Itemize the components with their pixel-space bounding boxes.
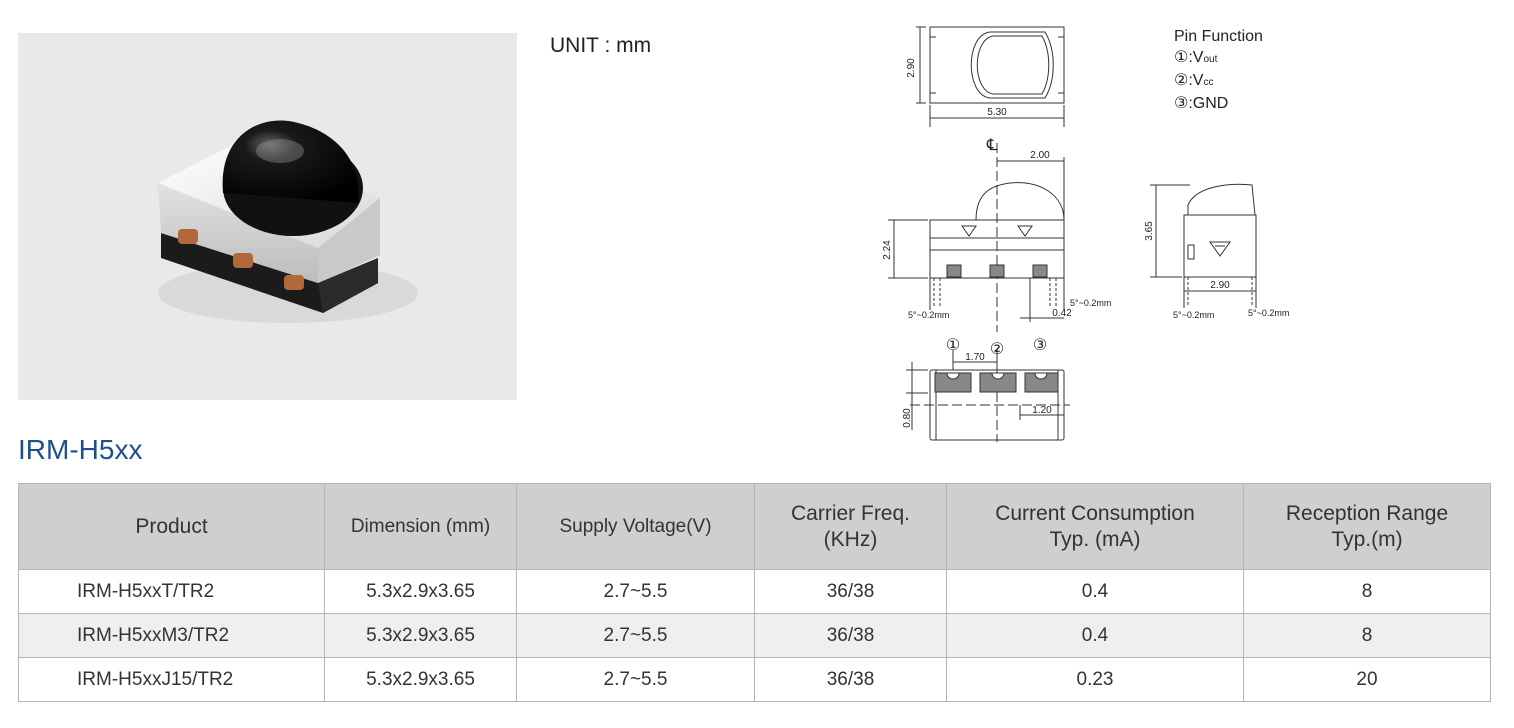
ir-receiver-photo bbox=[158, 120, 418, 323]
table-header-row: Product Dimension (mm) Supply Voltage(V)… bbox=[18, 483, 1491, 570]
dim-side-width: 2.90 bbox=[1210, 280, 1230, 291]
table-cell-product: IRM-H5xxM3/TR2 bbox=[18, 613, 325, 658]
dim-top-width: 5.30 bbox=[987, 107, 1007, 118]
unit-label: UNIT : mm bbox=[550, 34, 652, 57]
dim-dome-offset: 2.00 bbox=[1030, 150, 1050, 161]
top-view-lens bbox=[970, 31, 1054, 99]
tol-side-left: 5°~0.2mm bbox=[1173, 310, 1214, 320]
table-cell-range: 8 bbox=[1243, 613, 1491, 658]
product-photo bbox=[18, 33, 517, 400]
table-cell-current: 0.23 bbox=[946, 657, 1244, 702]
pin-function-item: ①:Vout bbox=[1174, 49, 1218, 66]
table-cell-dimension: 5.3x2.9x3.65 bbox=[324, 657, 517, 702]
column-header: Product bbox=[18, 483, 325, 570]
table-cell-current: 0.4 bbox=[946, 613, 1244, 658]
pin-function-item: ②:Vcc bbox=[1174, 72, 1214, 89]
pin-function-item: ③:GND bbox=[1174, 95, 1229, 112]
table-row: IRM-H5xxJ15/TR2 5.3x2.9x3.65 2.7~5.5 36/… bbox=[18, 657, 1491, 702]
front-view-dome bbox=[975, 182, 1065, 221]
tol-front-left: 5°~0.2mm bbox=[908, 310, 949, 320]
pin-3-marker: ③ bbox=[1033, 337, 1047, 354]
dim-pin-pitch: 1.70 bbox=[965, 352, 985, 363]
pin-2-marker: ② bbox=[990, 341, 1004, 358]
table-cell-current: 0.4 bbox=[946, 569, 1244, 614]
dim-pad-offset: 1.20 bbox=[1032, 405, 1052, 416]
dim-side-height: 3.65 bbox=[1144, 221, 1155, 241]
column-header: Dimension (mm) bbox=[324, 483, 517, 570]
table-row: IRM-H5xxM3/TR2 5.3x2.9x3.65 2.7~5.5 36/3… bbox=[18, 613, 1491, 658]
dim-lead-offset: 0.42 bbox=[1052, 308, 1072, 319]
centerline-symbol: ℄ bbox=[986, 137, 998, 154]
table-cell-range: 20 bbox=[1243, 657, 1491, 702]
table-cell-range: 8 bbox=[1243, 569, 1491, 614]
product-title: IRM-H5xx bbox=[18, 434, 143, 465]
table-cell-voltage: 2.7~5.5 bbox=[516, 569, 755, 614]
dim-top-height: 2.90 bbox=[906, 58, 917, 78]
dimension-drawing: 2.90 5.30 ℄ 2.00 2.24 0.42 5°~0.2mm 5°~0… bbox=[882, 26, 1289, 442]
pin-function-title: Pin Function bbox=[1174, 28, 1263, 45]
column-header: Supply Voltage(V) bbox=[516, 483, 755, 570]
table-cell-dimension: 5.3x2.9x3.65 bbox=[324, 569, 517, 614]
front-pad-2 bbox=[989, 264, 1005, 278]
pin-function-legend: Pin Function ①:Vout ②:Vcc ③:GND bbox=[1174, 26, 1263, 116]
tol-front-right: 5°~0.2mm bbox=[1070, 298, 1111, 308]
front-view-body bbox=[929, 219, 1065, 279]
side-view-body bbox=[1183, 214, 1257, 278]
spec-table: Product Dimension (mm) Supply Voltage(V)… bbox=[18, 483, 1491, 702]
dim-pad-height: 0.80 bbox=[902, 408, 913, 428]
table-cell-voltage: 2.7~5.5 bbox=[516, 657, 755, 702]
side-view-dome bbox=[1187, 183, 1256, 216]
pin-1-marker: ① bbox=[946, 337, 960, 354]
table-cell-frequency: 36/38 bbox=[754, 569, 947, 614]
table-cell-voltage: 2.7~5.5 bbox=[516, 613, 755, 658]
column-header: Carrier Freq.(KHz) bbox=[754, 483, 947, 570]
table-cell-dimension: 5.3x2.9x3.65 bbox=[324, 613, 517, 658]
front-pad-1 bbox=[946, 264, 962, 278]
table-cell-product: IRM-H5xxJ15/TR2 bbox=[18, 657, 325, 702]
table-cell-frequency: 36/38 bbox=[754, 613, 947, 658]
table-row: IRM-H5xxT/TR2 5.3x2.9x3.65 2.7~5.5 36/38… bbox=[18, 569, 1491, 614]
front-pad-3 bbox=[1032, 264, 1048, 278]
table-cell-frequency: 36/38 bbox=[754, 657, 947, 702]
top-view-outline bbox=[929, 26, 1065, 104]
table-cell-product: IRM-H5xxT/TR2 bbox=[18, 569, 325, 614]
dim-front-height: 2.24 bbox=[882, 240, 893, 260]
tol-side-right: 5°~0.2mm bbox=[1248, 308, 1289, 318]
